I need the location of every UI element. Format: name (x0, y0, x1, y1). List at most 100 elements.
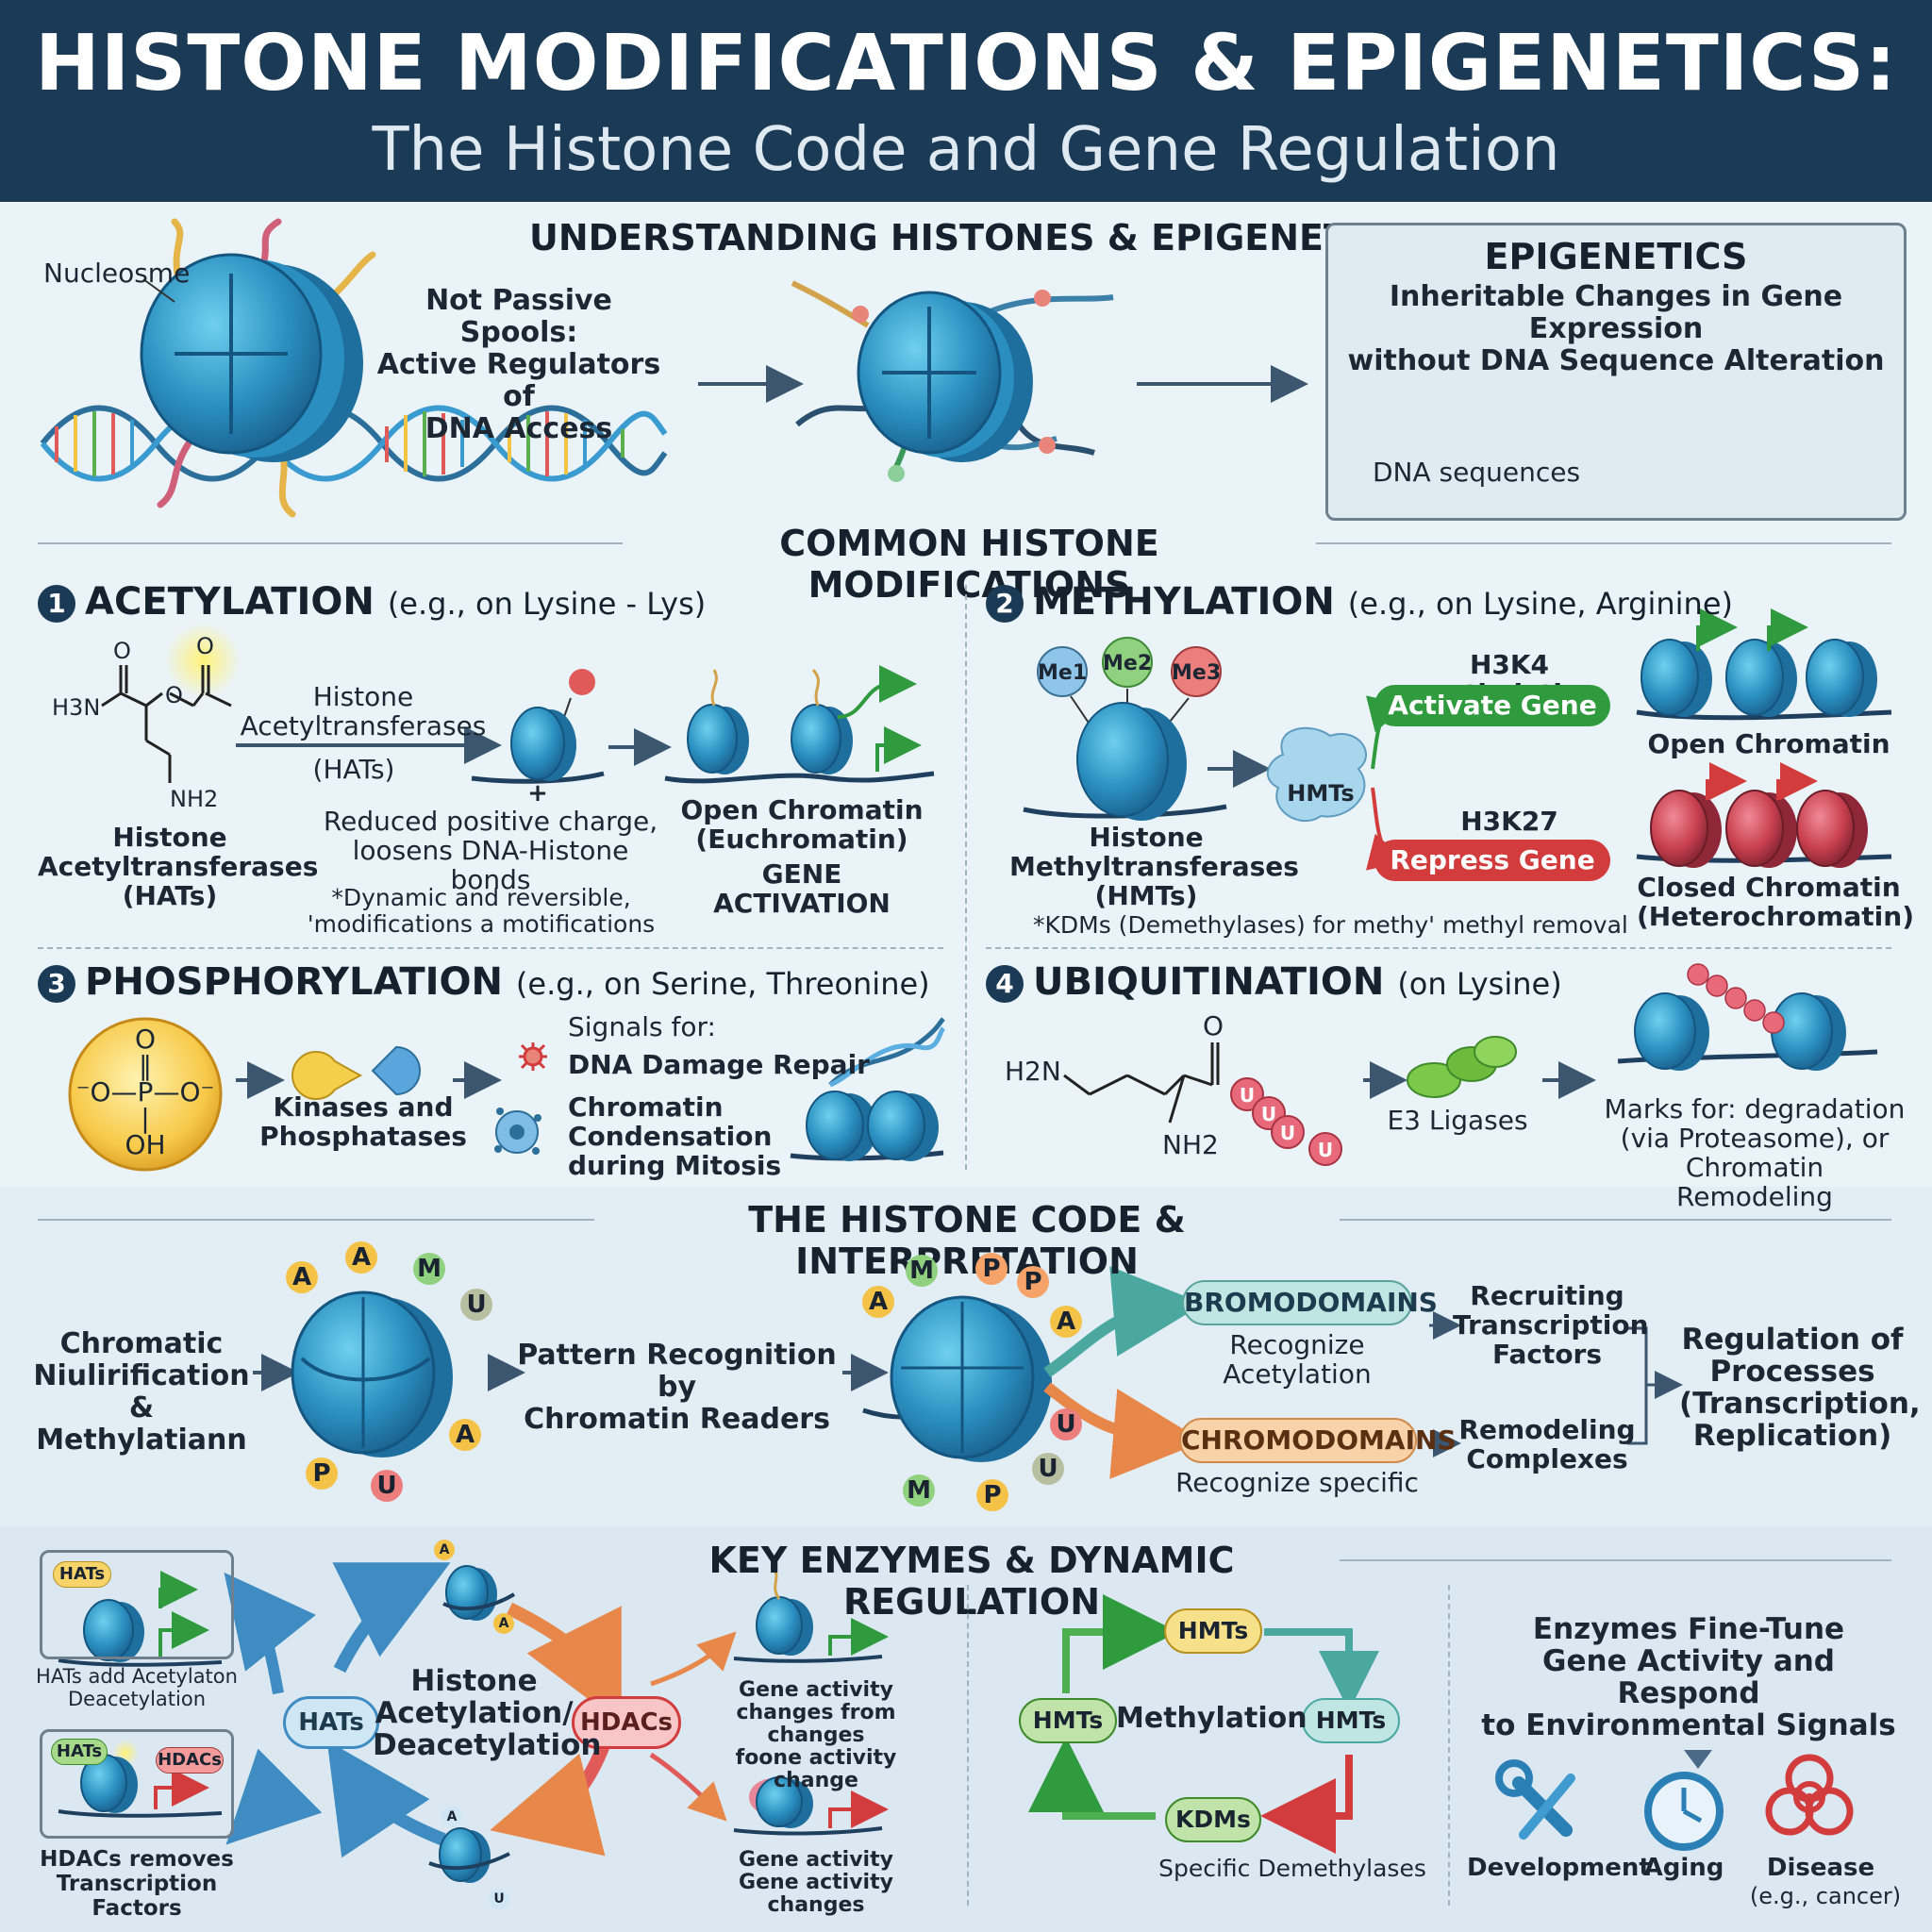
chem-o1: O (113, 638, 131, 664)
not-passive-text: Not Passive Spools: Active Regulators of… (376, 284, 661, 445)
common-modifications-title: COMMON HISTONE MODIFICATIONS (779, 523, 1159, 606)
pattern-recognition-label: Pattern Recognition by Chromatin Readers (517, 1339, 837, 1436)
code-divider-right (1340, 1219, 1891, 1221)
hmts-top-node: HMTs (1164, 1608, 1262, 1654)
aging-label: Aging (1643, 1854, 1724, 1882)
activate-gene-pill: Activate Gene (1374, 685, 1610, 726)
u-label-4: U (1317, 1139, 1334, 1161)
e3-ligase-blob (1407, 1036, 1517, 1098)
modifications-vertical-divider (965, 585, 967, 1170)
disease-label: Disease (1766, 1854, 1875, 1882)
acetylation-number: 1 (38, 585, 75, 623)
dna-damage-icon (519, 1042, 547, 1071)
development-label: Development (1467, 1854, 1651, 1882)
cycle-nucleosome-top (442, 1565, 516, 1621)
kinase-icons (291, 1045, 421, 1100)
ubiquitin-nh2: NH2 (1162, 1129, 1219, 1160)
header-banner (0, 0, 1932, 202)
code-nucleosome-left (291, 1291, 453, 1457)
hats-box-graphic (58, 1571, 223, 1667)
nucleosome-label: Nucleosme (43, 258, 191, 289)
mark-u-1: U (460, 1289, 492, 1321)
chem-o2: O (196, 633, 214, 659)
u-label-1: U (1239, 1084, 1256, 1107)
dna-sequences-label: DNA sequences (1372, 457, 1581, 488)
nucleosome-large (140, 218, 376, 518)
nucleosome-mid (791, 280, 1114, 482)
u-label-3: U (1279, 1122, 1296, 1144)
epigenetics-box (1325, 223, 1907, 521)
divider-right (1316, 542, 1891, 544)
e3-ligases-label: E3 Ligases (1387, 1105, 1528, 1136)
methyl-nucleosome (1023, 637, 1227, 821)
bromodomains-desc: Recognize Acetylation (1223, 1329, 1372, 1390)
methylation-cycle-center: Methylation (1116, 1702, 1307, 1735)
closed-chromatin-methyl (1636, 762, 1892, 868)
cycle-mark-u: U (489, 1889, 509, 1909)
u-label-2: U (1260, 1103, 1277, 1125)
methylation-example: (e.g., on Lysine, Arginine) (1347, 586, 1733, 622)
acetylation-hats-label: (HATs) (312, 754, 395, 785)
remodeling-label: Remodeling Complexes (1458, 1414, 1636, 1474)
modifications-divider-left (38, 947, 943, 949)
open-chromatin-methyl (1636, 608, 1892, 721)
ubiquitin-nucleosomes (1617, 963, 1878, 1071)
gene-activity-top-label: Gene activity changes from changes foone… (735, 1678, 897, 1792)
clock-icon (1644, 1772, 1724, 1851)
ubiquitination-number: 4 (986, 965, 1024, 1003)
me2-label: Me2 (1103, 652, 1153, 675)
understanding-title: UNDERSTANDING HISTONES & EPIGENETICS (528, 217, 1414, 258)
hdacs-example-box (40, 1729, 234, 1839)
mark-r-u-2: U (1032, 1453, 1064, 1485)
mark-r-p-1: P (975, 1253, 1008, 1285)
enzymes-divider-1 (967, 1585, 969, 1906)
phosphorylation-title: PHOSPHORYLATION (85, 960, 503, 1004)
me3-label: Me3 (1172, 661, 1222, 685)
chem-o3: O (165, 682, 183, 708)
mark-a-2: A (345, 1241, 377, 1274)
gene-activity-bottom-graphic (733, 1776, 889, 1836)
wrench-icon (1495, 1759, 1575, 1840)
acetylation-note: *Dynamic and reversible, 'modifications … (307, 884, 656, 938)
acetylation-enzyme-label: Histone Acetyltransferases (HATs) (38, 822, 319, 911)
acetyl-nucleosome (471, 669, 605, 784)
dna-repair-label: DNA Damage Repair (568, 1049, 870, 1080)
divider-left (38, 542, 623, 544)
enzymes-divider-2 (1448, 1585, 1450, 1906)
modifications-divider-right (986, 947, 1891, 949)
mark-p-1: P (306, 1457, 338, 1490)
methylation-number: 2 (986, 585, 1024, 623)
cycle-mark-a-3: A (441, 1807, 462, 1827)
open-chromatin-label: Open Chromatin (1647, 728, 1890, 759)
disease-example: (e.g., cancer) (1749, 1883, 1902, 1909)
kdms-node: KDMs (1165, 1797, 1261, 1842)
closed-chromatin-label: Closed Chromatin (Heterochromatin) (1637, 872, 1914, 932)
acetylation-example: (e.g., on Lysine - Lys) (387, 586, 707, 622)
ubiquitin-h2n: H2N (1005, 1056, 1061, 1087)
code-divider-left (38, 1219, 594, 1221)
mark-m-1: M (413, 1253, 445, 1285)
page-title: HISTONE MODIFICATIONS & EPIGENETICS: (35, 19, 1897, 108)
hats-box-tag: HATs (53, 1561, 111, 1588)
methylation-enzyme-label: Histone Methyltransferases (HMTs) (1009, 822, 1299, 911)
phospho-chromatin (790, 1017, 946, 1161)
ubiquitin-chain-1 (1230, 1077, 1342, 1166)
mark-r-m-2: M (903, 1474, 935, 1507)
code-left-label: Chromatic Niulirification & Methylatiann (33, 1327, 250, 1457)
cycle-mark-a-2: A (493, 1613, 514, 1634)
chromodomains-desc: Recognize specific (1175, 1467, 1419, 1498)
mark-u-2: U (371, 1470, 403, 1502)
chem-h3n: H3N (52, 694, 101, 721)
open-chromatin-acetyl (664, 665, 935, 784)
mark-r-a-1: A (862, 1286, 894, 1318)
hdacs-box-tag-hdacs: HDACs (156, 1747, 224, 1774)
gene-activity-bottom-label: Gene activity Gene activity changes (739, 1848, 893, 1917)
methylation-note: *KDMs (Demethylases) for methy' methyl r… (1033, 911, 1628, 939)
me1-label: Me1 (1038, 661, 1088, 685)
mark-r-u-1: U (1050, 1408, 1082, 1441)
hmts-right-node: HMTs (1302, 1698, 1400, 1743)
mark-a-1: A (286, 1261, 318, 1293)
